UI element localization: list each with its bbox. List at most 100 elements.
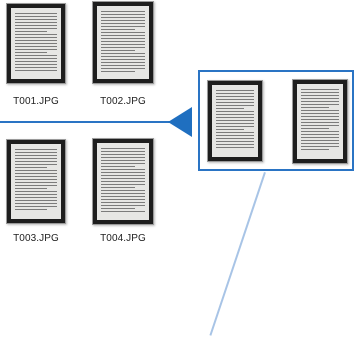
text-line bbox=[15, 37, 57, 38]
text-line bbox=[15, 25, 57, 26]
text-line bbox=[15, 209, 47, 210]
text-line bbox=[101, 29, 135, 30]
document-page bbox=[97, 6, 149, 79]
dragged-thumbnail-2[interactable] bbox=[292, 79, 348, 164]
text-line bbox=[15, 188, 47, 189]
text-line bbox=[216, 108, 244, 109]
text-line bbox=[301, 137, 339, 138]
text-line bbox=[15, 52, 47, 53]
text-line bbox=[301, 149, 329, 150]
thumbnail-t004[interactable] bbox=[92, 138, 154, 225]
text-line bbox=[301, 119, 339, 120]
text-line bbox=[301, 101, 339, 102]
text-line bbox=[15, 43, 57, 44]
text-line bbox=[15, 31, 47, 32]
text-line bbox=[101, 11, 145, 12]
text-line bbox=[15, 194, 57, 195]
text-line bbox=[216, 123, 254, 124]
text-line bbox=[301, 110, 339, 111]
text-line bbox=[216, 93, 254, 94]
text-line bbox=[101, 169, 145, 170]
text-line bbox=[101, 65, 145, 66]
text-line bbox=[15, 58, 57, 59]
text-line bbox=[216, 147, 254, 148]
text-line bbox=[101, 181, 145, 182]
text-line bbox=[15, 55, 57, 56]
text-line bbox=[15, 197, 57, 198]
text-line bbox=[101, 56, 145, 57]
text-line bbox=[101, 38, 145, 39]
text-line bbox=[15, 16, 57, 17]
text-line bbox=[101, 59, 145, 60]
text-line bbox=[15, 176, 57, 177]
text-line bbox=[101, 163, 145, 164]
file-name-t001: T001.JPG bbox=[13, 96, 59, 107]
document-page bbox=[297, 84, 343, 159]
document-page bbox=[97, 143, 149, 220]
text-line bbox=[101, 41, 145, 42]
text-line bbox=[101, 199, 145, 200]
text-line bbox=[101, 26, 145, 27]
text-line bbox=[301, 131, 339, 132]
text-line bbox=[15, 46, 57, 47]
text-line bbox=[101, 190, 145, 191]
text-line bbox=[101, 184, 145, 185]
text-line bbox=[101, 68, 145, 69]
text-line bbox=[216, 99, 254, 100]
text-line bbox=[101, 32, 145, 33]
text-line bbox=[216, 105, 254, 106]
text-line bbox=[101, 172, 145, 173]
file-name-t002: T002.JPG bbox=[100, 96, 146, 107]
text-line bbox=[15, 34, 57, 35]
text-line bbox=[101, 202, 145, 203]
text-line bbox=[101, 23, 145, 24]
text-line bbox=[15, 28, 57, 29]
pointer-line bbox=[209, 172, 266, 336]
text-line bbox=[15, 22, 57, 23]
text-line bbox=[15, 64, 57, 65]
arrow-left-icon bbox=[168, 107, 192, 137]
text-line bbox=[216, 138, 254, 139]
text-line bbox=[101, 211, 145, 212]
text-line bbox=[301, 134, 339, 135]
text-line bbox=[301, 113, 339, 114]
document-page bbox=[11, 144, 61, 219]
text-line bbox=[101, 44, 145, 45]
text-line bbox=[15, 170, 57, 171]
text-line bbox=[15, 164, 57, 165]
text-line bbox=[216, 132, 254, 133]
text-line bbox=[15, 67, 57, 68]
text-line bbox=[101, 196, 145, 197]
text-line bbox=[216, 117, 254, 118]
text-line bbox=[216, 114, 254, 115]
thumbnail-t001[interactable] bbox=[6, 3, 66, 84]
dragged-thumbnail-1[interactable] bbox=[207, 80, 263, 162]
text-line bbox=[101, 71, 135, 72]
text-line bbox=[216, 111, 254, 112]
text-line bbox=[216, 96, 254, 97]
text-line bbox=[101, 148, 145, 149]
text-line bbox=[15, 179, 57, 180]
text-line bbox=[15, 182, 57, 183]
text-line bbox=[101, 205, 145, 206]
file-name-t004: T004.JPG bbox=[100, 233, 146, 244]
text-line bbox=[101, 47, 145, 48]
text-line bbox=[15, 158, 57, 159]
text-line bbox=[101, 50, 135, 51]
text-line bbox=[15, 185, 57, 186]
text-line bbox=[301, 125, 339, 126]
text-line bbox=[216, 141, 254, 142]
thumbnail-t002[interactable] bbox=[92, 1, 154, 84]
text-line bbox=[101, 151, 145, 152]
text-line bbox=[15, 61, 57, 62]
text-line bbox=[101, 208, 135, 209]
text-line bbox=[101, 17, 145, 18]
thumbnail-t003[interactable] bbox=[6, 139, 66, 224]
text-line bbox=[15, 191, 57, 192]
text-line bbox=[301, 95, 339, 96]
file-name-t003: T003.JPG bbox=[13, 233, 59, 244]
text-line bbox=[301, 104, 339, 105]
text-line bbox=[301, 89, 339, 90]
text-line bbox=[15, 40, 57, 41]
text-line bbox=[301, 146, 339, 147]
